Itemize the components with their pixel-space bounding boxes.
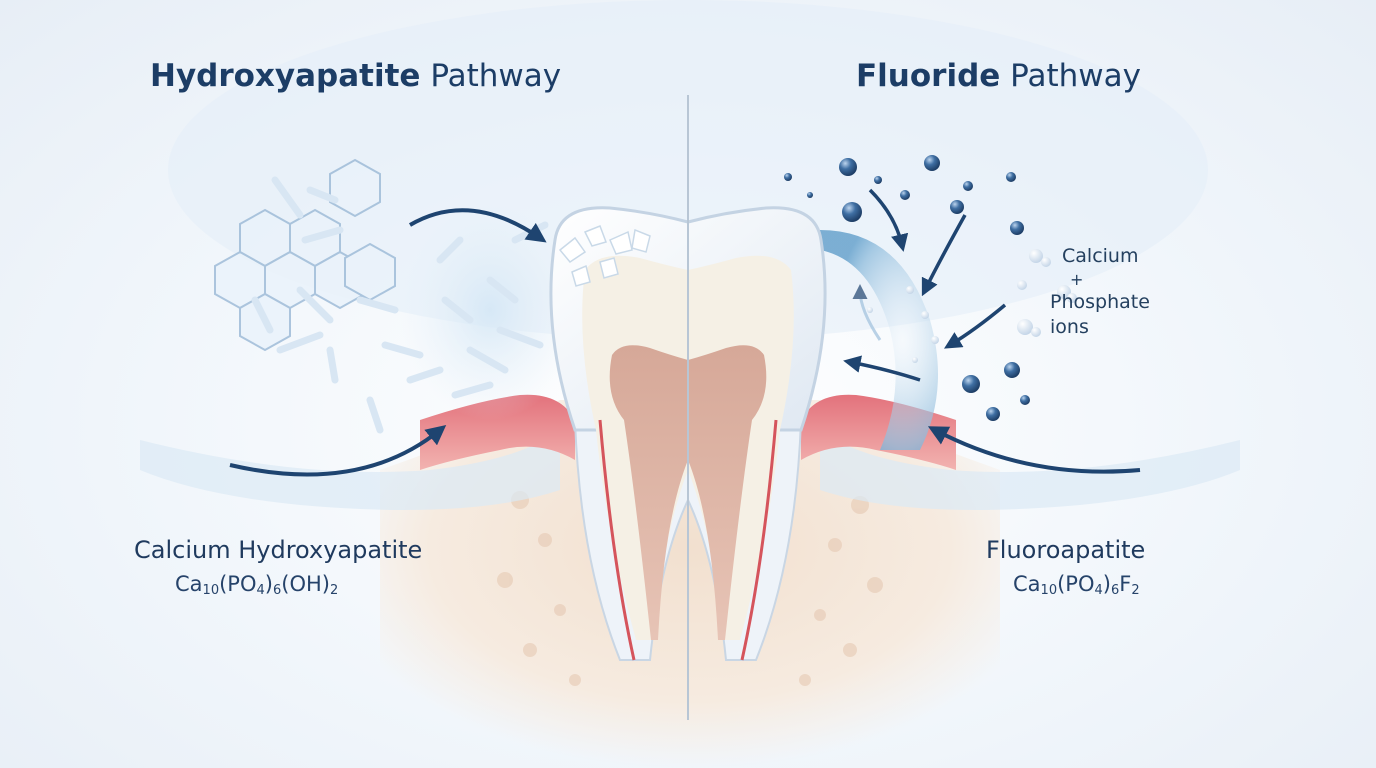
fluoride-ions xyxy=(784,155,1030,421)
root-canal-lines xyxy=(598,419,778,661)
hydroxyapatite-pathway-title: Hydroxyapatite Pathway xyxy=(150,58,562,94)
left-formula-part: ) xyxy=(264,572,273,596)
ions-label: Calcium + Phosphate ions xyxy=(1050,244,1150,340)
arrow-right-3 xyxy=(943,303,1007,349)
left-formula-part: 10 xyxy=(202,583,220,598)
left-wave xyxy=(140,430,560,510)
right-formula-part: Ca xyxy=(1013,572,1041,596)
left-formula-part: (PO xyxy=(219,572,257,596)
ions-plus: + xyxy=(1070,270,1084,290)
fluoride-shield xyxy=(820,230,938,450)
hydroxyapatite-formula: Ca10(PO4)6(OH)2 xyxy=(175,572,338,598)
calcium-phosphate-pearls xyxy=(867,249,1077,363)
ions-phosphate: Phosphate xyxy=(1050,291,1150,314)
fluoride-pathway-title: Fluoride Pathway xyxy=(856,58,1141,94)
ions-calcium: Calcium xyxy=(1062,245,1139,267)
right-formula-part: 4 xyxy=(1094,583,1103,598)
arrow-right-2 xyxy=(921,214,967,297)
left-formula-part: 2 xyxy=(329,583,339,598)
arrow-left-top xyxy=(408,208,547,243)
left-formula-part: (OH) xyxy=(281,572,330,596)
right-formula-part: F xyxy=(1119,572,1132,596)
arrow-inner xyxy=(852,284,882,341)
right-wave xyxy=(820,430,1240,510)
arrow-right-4 xyxy=(843,355,921,382)
fluoroapatite-mineral-name: Fluoroapatite xyxy=(986,536,1146,564)
hexagon-lattice xyxy=(214,158,396,352)
fluoroapatite-formula: Ca10(PO4)6F2 xyxy=(1013,572,1140,598)
bone-pores xyxy=(497,491,883,686)
arrow-right-1 xyxy=(868,188,909,252)
right-formula-part: ) xyxy=(1102,572,1111,596)
hydroxyapatite-mineral-name: Calcium Hydroxyapatite xyxy=(134,536,423,564)
right-formula-part: (PO xyxy=(1057,572,1095,596)
left-formula-part: Ca xyxy=(175,572,203,596)
left-formula-part: 4 xyxy=(256,583,265,598)
left-formula-part: 6 xyxy=(272,583,282,598)
arrow-right-bottom xyxy=(927,426,1141,474)
right-formula-part: 10 xyxy=(1040,583,1058,598)
arrow-left-bottom xyxy=(229,424,447,477)
right-formula-part: 6 xyxy=(1110,583,1120,598)
ions-word: ions xyxy=(1050,316,1089,339)
pulp-chamber xyxy=(609,345,767,640)
enamel-crystals xyxy=(558,225,651,287)
gum-left xyxy=(420,394,575,470)
right-formula-part: 2 xyxy=(1131,583,1140,598)
